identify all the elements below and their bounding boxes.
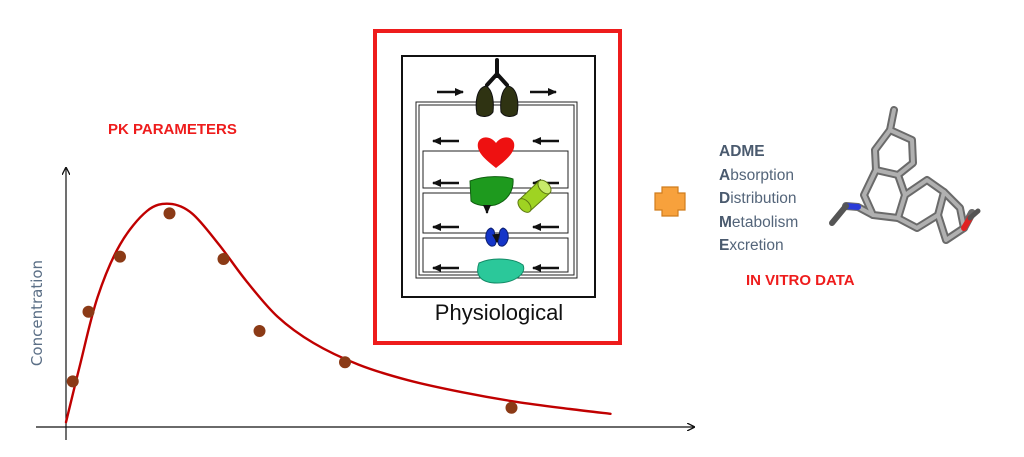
adme-item-initial: E <box>719 237 730 254</box>
data-point <box>114 250 126 263</box>
physiological-label: Physiological <box>434 300 564 325</box>
plus-icon <box>654 186 686 217</box>
heart-icon <box>477 137 515 168</box>
data-point <box>163 207 176 220</box>
gut-icon <box>517 179 552 213</box>
adme-item-rest: etabolism <box>731 213 799 231</box>
flow-arrows <box>432 88 559 272</box>
data-point <box>66 375 79 388</box>
data-point <box>253 325 266 337</box>
y-axis-label: Concentration <box>28 259 46 367</box>
pbpk-red-frame <box>373 29 622 345</box>
lungs-icon <box>475 58 519 117</box>
adme-item: Metabolism <box>719 211 798 235</box>
pbpk-model <box>373 29 622 345</box>
adme-item-initial: M <box>719 213 732 231</box>
pk-chart <box>36 168 694 440</box>
adme-item: Excretion <box>719 234 798 258</box>
adme-item-initial: A <box>719 166 731 184</box>
adme-list: ADME Absorption Distribution Metabolism … <box>719 140 798 258</box>
liver-icon <box>469 176 514 207</box>
pk-parameters-title: PK PARAMETERS <box>108 121 237 138</box>
in-vitro-data-title: IN VITRO DATA <box>746 272 855 289</box>
data-point <box>82 305 95 318</box>
kidneys-icon <box>485 227 509 247</box>
adme-item-rest: bsorption <box>730 166 794 184</box>
molecule-structure-icon <box>829 106 981 244</box>
concentration-curve <box>64 202 612 424</box>
adme-item-initial: D <box>719 190 731 207</box>
adme-item: Absorption <box>719 164 798 188</box>
data-point <box>505 401 518 414</box>
adme-item: Distribution <box>719 187 798 211</box>
adme-item-rest: xcretion <box>729 237 784 254</box>
adme-heading: ADME <box>719 143 765 160</box>
data-point <box>339 356 351 369</box>
data-point <box>217 253 230 265</box>
adme-item-rest: istribution <box>730 190 797 207</box>
data-points <box>66 207 518 414</box>
tissue-icon <box>477 258 525 284</box>
